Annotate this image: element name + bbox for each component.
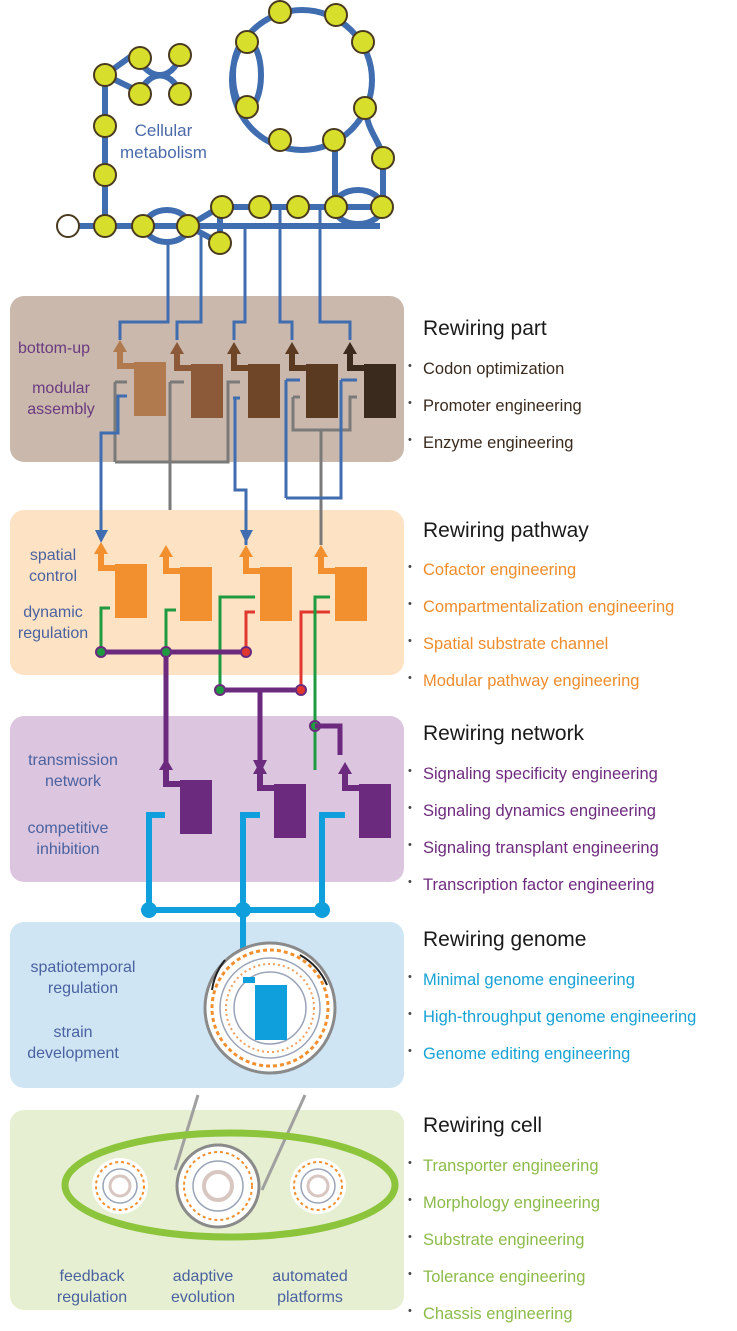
- genome-bullet: •Minimal genome engineering: [408, 971, 635, 989]
- cell-bullet: •Chassis engineering: [408, 1305, 573, 1323]
- pathway-input-arrows: [95, 530, 253, 543]
- pathway-regulators: [99, 595, 330, 770]
- cell-bullet: •Transporter engineering: [408, 1157, 599, 1175]
- part-genes: [113, 340, 396, 418]
- network-genes: [159, 758, 391, 838]
- part-bullet: •Codon optimization: [408, 360, 565, 378]
- genome-circle: [203, 941, 337, 1075]
- genome-bullet: •Genome editing engineering: [408, 1045, 631, 1063]
- gene-glyph: [314, 545, 367, 621]
- gene-glyph: [170, 342, 223, 418]
- pathway-genes: [94, 542, 367, 621]
- panel-title-genome: Rewiring genome: [423, 928, 587, 951]
- panel-title-pathway: Rewiring pathway: [423, 519, 589, 542]
- gene-glyph: [239, 545, 292, 621]
- pathway-side-label-1: spatial control: [28, 547, 78, 585]
- cell-bullet: •Tolerance engineering: [408, 1268, 586, 1286]
- panel-title-cell: Rewiring cell: [423, 1114, 543, 1137]
- genome-side-label-1: spatiotemporal regulation: [30, 959, 136, 997]
- part-bullet: •Enzyme engineering: [408, 434, 574, 452]
- pathway-side-label-2: dynamic regulation: [17, 604, 89, 642]
- network-bullet: •Signaling specificity engineering: [408, 765, 658, 783]
- gene-glyph: [159, 758, 212, 834]
- cell-side-label-1: feedback regulation: [56, 1268, 128, 1306]
- genome-bullet-list: •Minimal genome engineering •High-throug…: [408, 960, 696, 1071]
- gene-glyph: [285, 342, 338, 418]
- gene-glyph: [227, 342, 280, 418]
- pathway-bullet: •Modular pathway engineering: [408, 672, 640, 690]
- part-bullet: •Promoter engineering: [408, 397, 582, 415]
- genome-side-label-2: strain development: [27, 1024, 119, 1062]
- part-wiring-blue: [99, 378, 357, 545]
- pathway-bullet: •Spatial substrate channel: [408, 635, 609, 653]
- metabolism-label: Cellular metabolism: [120, 120, 207, 164]
- gene-glyph: [159, 545, 212, 621]
- network-bullet: •Transcription factor engineering: [408, 876, 655, 894]
- network-side-label-2: competitive inhibition: [27, 820, 109, 858]
- pathway-bullet-list: •Cofactor engineering •Compartmentalizat…: [408, 550, 674, 698]
- gene-glyph: [113, 340, 166, 416]
- network-side-label-1: transmission network: [28, 752, 118, 790]
- gene-glyph: [343, 342, 396, 418]
- cell-bullet: •Substrate engineering: [408, 1231, 585, 1249]
- cell-side-label-2: adaptive evolution: [170, 1268, 236, 1306]
- pathway-bullet: •Cofactor engineering: [408, 561, 577, 579]
- network-bullet: •Signaling transplant engineering: [408, 839, 659, 857]
- gene-glyph: [94, 542, 147, 618]
- cell-bullet: •Morphology engineering: [408, 1194, 601, 1212]
- part-wiring-gray: [113, 380, 357, 545]
- network-bullet-list: •Signaling specificity engineering •Sign…: [408, 754, 659, 902]
- start-node: [56, 214, 80, 238]
- metabolism-links: [118, 207, 352, 340]
- cell-genomes: [92, 1143, 346, 1229]
- cell-ellipse: [61, 1129, 399, 1241]
- part-bullet-list: •Codon optimization •Promoter engineerin…: [408, 349, 582, 460]
- part-side-label-2: modular assembly: [27, 380, 95, 418]
- metabolism-label-line1: Cellular: [134, 121, 193, 140]
- panel-title-network: Rewiring network: [423, 722, 585, 745]
- gene-glyph: [338, 762, 391, 838]
- part-side-label-1: bottom-up: [18, 340, 91, 357]
- network-bullet: •Signaling dynamics engineering: [408, 802, 656, 820]
- cyan-junction-nodes: [141, 902, 330, 918]
- panel-title-part: Rewiring part: [423, 317, 547, 340]
- genome-bullet: •High-throughput genome engineering: [408, 1008, 697, 1026]
- metabolism-label-line2: metabolism: [120, 143, 207, 162]
- pathway-bullet: •Compartmentalization engineering: [408, 598, 675, 616]
- gene-glyph: [253, 762, 306, 838]
- cell-bullet-list: •Transporter engineering •Morphology eng…: [408, 1146, 600, 1331]
- cell-side-label-3: automated platforms: [272, 1268, 348, 1306]
- metabolite-nodes: [93, 0, 395, 255]
